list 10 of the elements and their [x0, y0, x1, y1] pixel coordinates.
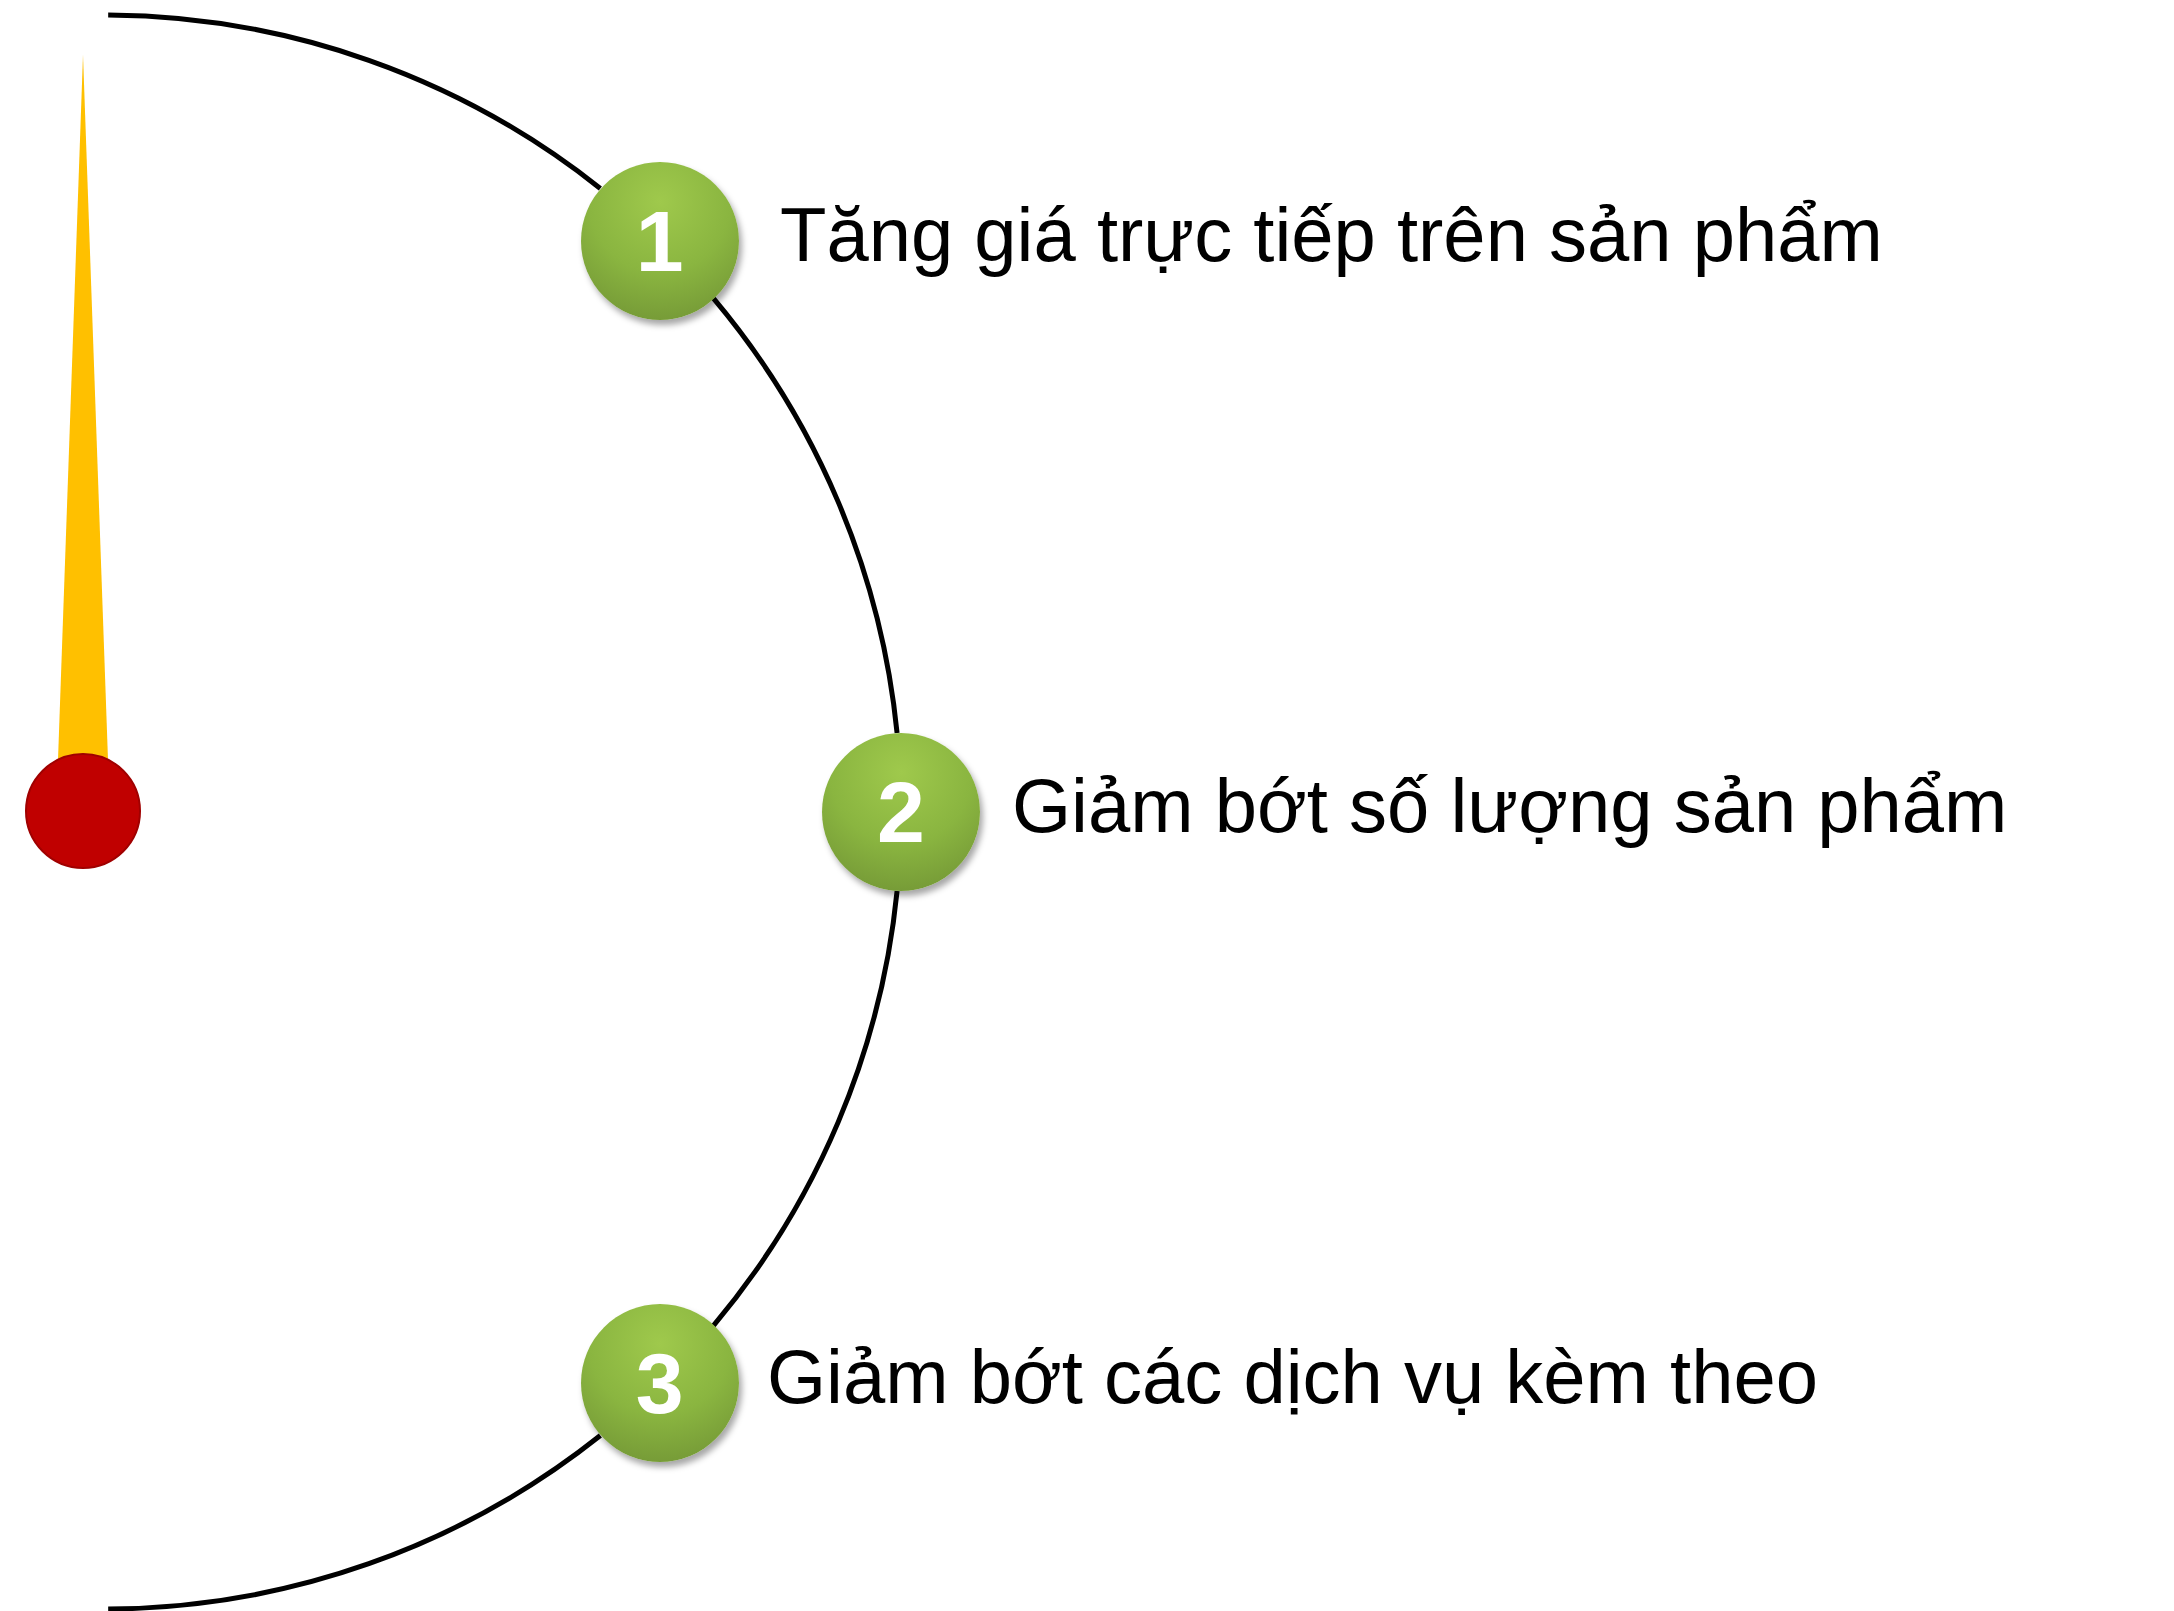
- arc-line: [711, 890, 900, 1328]
- step-text: Tăng giá trực tiếp trên sản phẩm: [780, 192, 1883, 277]
- arc-line: [711, 296, 900, 734]
- step-number: 3: [635, 1340, 684, 1427]
- step-number: 1: [635, 197, 684, 284]
- arc-line: [108, 1433, 602, 1611]
- step-number: 2: [877, 769, 925, 855]
- arc-line: [108, 12, 602, 191]
- step-text: Giảm bớt số lượng sản phẩm: [1012, 764, 2008, 848]
- step-text: Giảm bớt các dịch vụ kèm theo: [767, 1335, 1818, 1419]
